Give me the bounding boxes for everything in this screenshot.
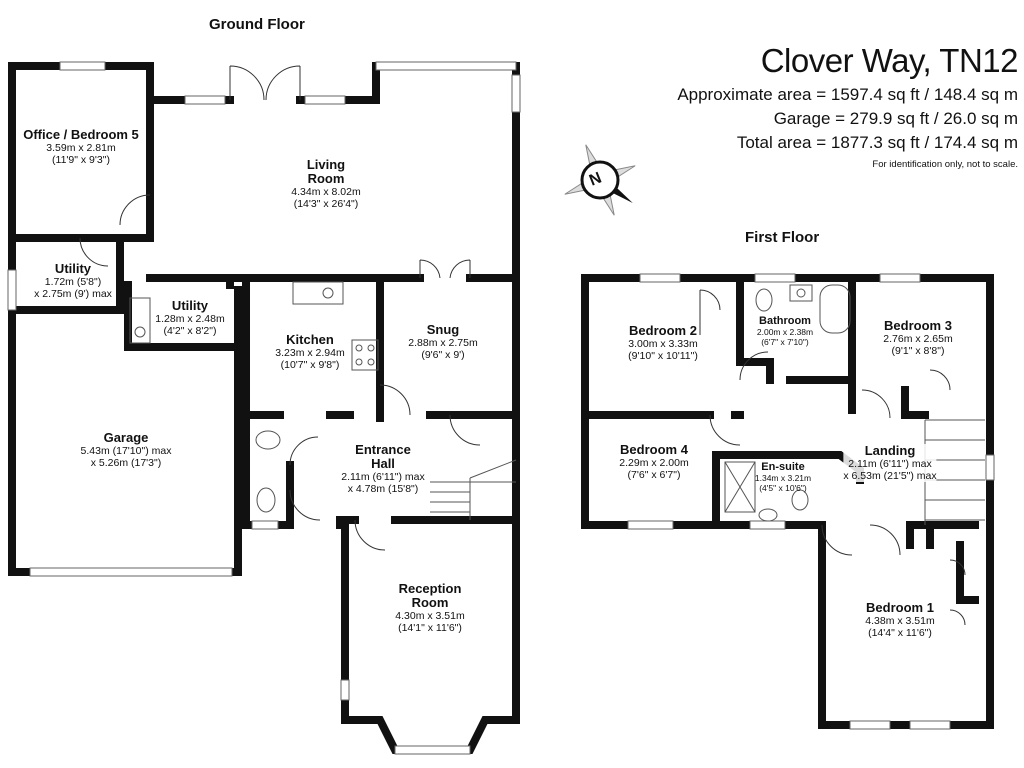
room-office-bedroom-5: Office / Bedroom 5 3.59m x 2.81m (11'9" … [23,127,139,167]
room-bedroom-3: Bedroom 3 2.76m x 2.65m (9'1" x 8'8") [883,318,953,358]
room-imperial: x 4.78m (15'8") [347,483,419,495]
room-metric: 3.00m x 3.33m [628,338,698,350]
room-imperial: (10'7" x 9'8") [280,359,340,371]
room-metric: 3.59m x 2.81m [46,142,116,154]
room-imperial: (9'10" x 10'11") [628,350,698,362]
ground-floor-walls [8,62,520,754]
room-name-line-2: Room [307,171,345,186]
room-imperial: (14'1" x 11'6") [398,622,462,634]
room-metric: 2.11m (6'11") max [341,471,425,483]
room-imperial: (14'4" x 11'6") [868,627,932,639]
room-imperial: (14'3" x 26'4") [293,198,359,210]
compass-rose-icon [564,144,636,216]
room-name: Office / Bedroom 5 [23,127,139,142]
room-landing: Landing 2.11m (6'11") max x 6.53m (21'5"… [843,443,937,482]
room-name: Landing [864,443,916,458]
room-living-room: Living Room 4.34m x 8.02m (14'3" x 26'4"… [291,157,361,211]
room-imperial: x 2.75m (9') max [34,288,112,300]
room-metric: 4.30m x 3.51m [395,610,465,622]
room-garage: Garage 5.43m (17'10") max x 5.26m (17'3"… [80,430,172,470]
room-name-line-2: Hall [371,456,395,471]
room-metric: 1.28m x 2.48m [155,313,225,325]
property-header: Clover Way, TN12 Approximate area = 1597… [677,42,1018,170]
room-imperial: (6'7" x 7'10") [761,337,809,347]
room-imperial: (4'2" x 8'2") [163,325,217,337]
room-metric: 1.34m x 3.21m [754,473,812,483]
first-floor-windows [627,273,995,730]
room-en-suite: En-suite 1.34m x 3.21m (4'5" x 10'6") [755,461,811,493]
room-bathroom: Bathroom 2.00m x 2.38m (6'7" x 7'10") [757,315,813,347]
room-name: Garage [103,430,149,445]
room-name: Utility [171,298,209,313]
first-floor-title: First Floor [745,229,820,246]
total-area: Total area = 1877.3 sq ft / 174.4 sq m [736,133,1018,152]
room-imperial: (11'9" x 9'3") [52,154,110,166]
room-metric: 3.23m x 2.94m [275,347,345,359]
room-name: Bedroom 4 [620,442,688,457]
room-entrance-hall: Entrance Hall 2.11m (6'11") max x 4.78m … [341,442,425,496]
ground-floor-title: Ground Floor [209,16,305,33]
room-name-line-2: Room [411,595,449,610]
room-metric: 5.43m (17'10") max [80,445,172,457]
room-name: Bedroom 1 [866,600,934,615]
room-bedroom-2: Bedroom 2 3.00m x 3.33m (9'10" x 10'11") [628,323,698,363]
room-metric: 4.34m x 8.02m [291,186,361,198]
room-snug: Snug 2.88m x 2.75m (9'6" x 9') [408,322,478,362]
room-metric: 1.72m (5'8") [44,276,102,288]
first-floor-fixtures [724,284,985,525]
room-reception-room: Reception Room 4.30m x 3.51m (14'1" x 11… [395,581,465,635]
room-name-line-1: Entrance [355,442,411,457]
approximate-area: Approximate area = 1597.4 sq ft / 148.4 … [677,85,1018,104]
room-metric: 2.00m x 2.38m [756,327,814,337]
room-metric: 2.29m x 2.00m [619,457,689,469]
room-name: Bedroom 2 [629,323,697,338]
room-utility-1: Utility 1.72m (5'8") x 2.75m (9') max [34,261,112,301]
property-address: Clover Way, TN12 [760,42,1019,79]
garage-area: Garage = 279.9 sq ft / 26.0 sq m [773,109,1018,128]
room-name: Kitchen [286,332,334,347]
room-kitchen: Kitchen 3.23m x 2.94m (10'7" x 9'8") [275,332,345,372]
ground-floor-windows [7,61,521,755]
room-imperial: (9'1" x 8'8") [891,345,945,357]
room-name: Bathroom [759,315,811,327]
room-imperial: (9'6" x 9') [421,349,465,361]
room-metric: 2.76m x 2.65m [883,333,953,345]
room-name: Bedroom 3 [884,318,952,333]
room-name: En-suite [761,461,805,473]
room-metric: 4.38m x 3.51m [865,615,935,627]
room-metric: 2.88m x 2.75m [408,337,478,349]
room-name: Snug [426,322,460,337]
ground-floor-fixtures [129,281,517,520]
disclaimer: For identification only, not to scale. [872,159,1018,170]
room-name: Utility [54,261,92,276]
room-metric: 2.11m (6'11") max [848,458,932,470]
room-imperial: x 5.26m (17'3") [90,457,162,469]
room-imperial: (4'5" x 10'6") [759,483,807,493]
room-imperial: x 6.53m (21'5") max [843,470,937,482]
room-utility-2: Utility 1.28m x 2.48m (4'2" x 8'2") [155,298,225,338]
room-name-line-1: Reception [398,581,462,596]
first-floor-doors [699,289,966,626]
room-name-line-1: Living [306,157,346,172]
ground-floor-doors [79,65,481,551]
room-bedroom-1: Bedroom 1 4.38m x 3.51m (14'4" x 11'6") [865,600,935,640]
room-imperial: (7'6" x 6'7") [627,469,681,481]
room-bedroom-4: Bedroom 4 2.29m x 2.00m (7'6" x 6'7") [619,442,689,482]
